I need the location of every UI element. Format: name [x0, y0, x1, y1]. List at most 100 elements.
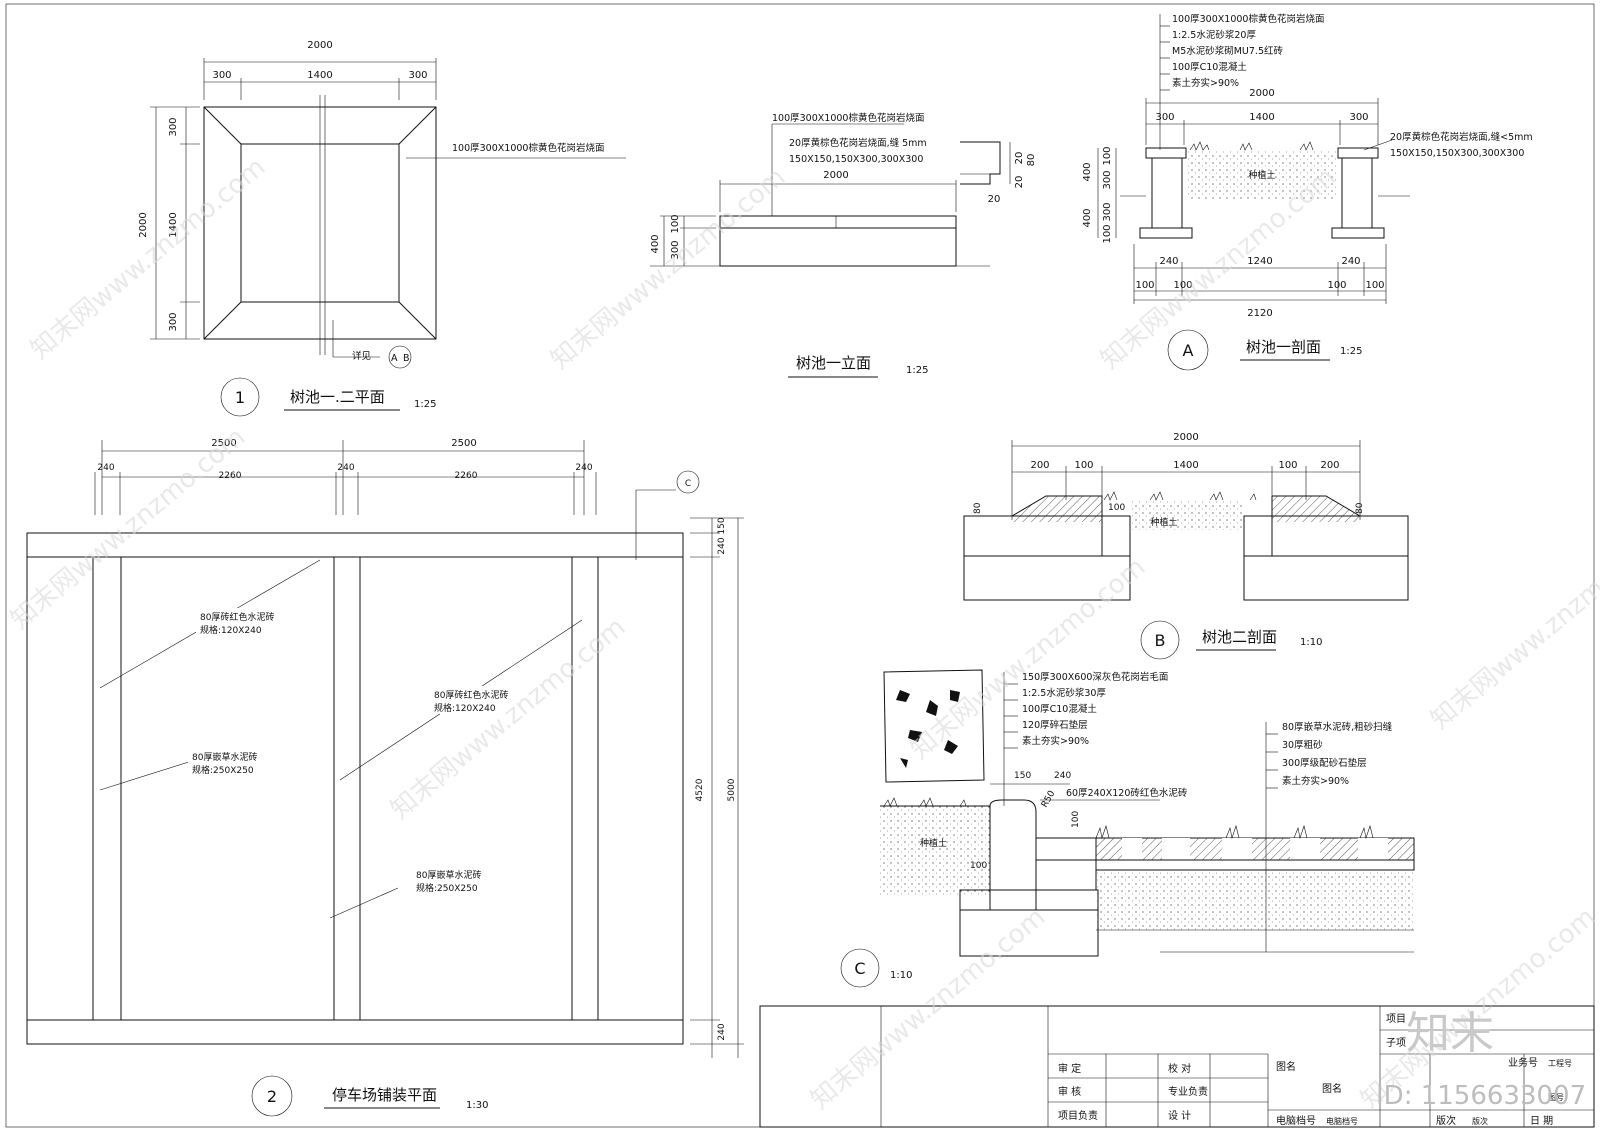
tb-zi-xiang: 子项: [1386, 1037, 1406, 1049]
secB-d2: 100: [1074, 460, 1093, 471]
secC-scale: 1:10: [890, 970, 912, 981]
plan2-dim-r5000: 5000: [727, 778, 737, 801]
tb-tu-hao: 图号: [1548, 1093, 1564, 1102]
secA-title: 树池一剖面: [1246, 338, 1321, 356]
plan1-dim-r: 300: [408, 70, 427, 81]
plan2-number: 2: [267, 1087, 277, 1106]
secA-dim-v5: 300: [1102, 202, 1113, 221]
plan1-number: 1: [235, 388, 245, 407]
secA-soil: 种植土: [1248, 169, 1275, 181]
secB-scale: 1:10: [1300, 637, 1322, 648]
plan2-label-2b: 规格:120X240: [434, 702, 496, 714]
secC-right-layer-4: 素土夯实>90%: [1282, 775, 1349, 787]
plan2-dim-r240: 240: [717, 537, 727, 554]
elev1-scale: 1:25: [906, 365, 928, 376]
secB-inner: 100: [1108, 503, 1125, 513]
watermark-brand: 知末: [1406, 1008, 1494, 1059]
secC-d240: 240: [1054, 771, 1071, 781]
secA-layer-4: 100厚C10混凝土: [1172, 61, 1247, 73]
elevation-tree-pit-1: 100厚300X1000棕黄色花岗岩烧面 20厚黄棕色花岗岩烧面,缝 5mm 1…: [650, 112, 1037, 378]
secA-dim-v1: 400: [1082, 162, 1093, 181]
tb-ban-ci: 版次: [1436, 1114, 1456, 1127]
secA-dim-b3: 240: [1341, 256, 1360, 267]
secA-dim-b2: 1240: [1247, 256, 1272, 267]
secB-dim-top: 2000: [1173, 432, 1198, 443]
elev1-note1: 100厚300X1000棕黄色花岗岩烧面: [772, 112, 924, 124]
secA-dim-top: 2000: [1249, 88, 1274, 99]
watermark-4: 知末网www.znzmo.com: [5, 422, 251, 635]
plan2-label-2: 80厚砖红色水泥砖: [434, 689, 508, 701]
section-a: 100厚300X1000棕黄色花岗岩烧面 1:2.5水泥砂浆20厚 M5水泥砂浆…: [1082, 13, 1533, 371]
secB-soil: 种植土: [1150, 516, 1177, 528]
tb-tu-ming-2: 图名: [1322, 1082, 1342, 1095]
watermark-7: 知末网www.znzmo.com: [1425, 522, 1600, 735]
tb-dian-nao-2: 电脑档号: [1326, 1116, 1358, 1126]
secB-h-right: 80: [1355, 502, 1365, 514]
secA-dim-b1: 240: [1159, 256, 1178, 267]
plan2-dim-r4520: 4520: [695, 778, 705, 801]
secB-d5: 200: [1320, 460, 1339, 471]
secA-dim-m: 1400: [1249, 112, 1274, 123]
plan2-title: 停车场铺装平面: [332, 1086, 437, 1104]
title-block: 审 定 审 核 项目负责 校 对 专业负责 设 计 图名 图名 电脑档号 电脑档…: [759, 1005, 1595, 1128]
plan1-title: 树池一.二平面: [290, 388, 385, 406]
secA-dim-v2: 400: [1082, 208, 1093, 227]
tb-xiang-mu: 项目负责: [1058, 1109, 1098, 1122]
tb-xiang-mu-2: 项目: [1386, 1013, 1406, 1025]
secC-curb: 60厚240X120砖红色水泥砖: [1066, 787, 1188, 799]
secA-dim-c2: 100: [1173, 280, 1192, 291]
plan2-label-4b: 规格:250X250: [416, 882, 478, 894]
plan1-dim-left-c: 300: [168, 312, 179, 331]
secA-dim-v6: 100: [1102, 224, 1113, 243]
secC-left-layer-2: 1:2.5水泥砂浆30厚: [1022, 687, 1106, 699]
secC-right-layer-3: 300厚级配砂石垫层: [1282, 757, 1367, 769]
plan1-dim-l: 300: [212, 70, 231, 81]
secA-dim-c3: 100: [1327, 280, 1346, 291]
secA-layer-3: M5水泥砂浆砌MU7.5红砖: [1172, 45, 1283, 57]
plan1-dim-left-total: 2000: [138, 212, 149, 237]
plan-parking-paving: 2500 2500 240 2260 240 2260 240 80厚砖红色水泥…: [26, 438, 744, 1117]
tb-shen-he: 审 核: [1058, 1085, 1081, 1098]
plan1-dim-left-b: 1400: [168, 212, 179, 237]
plan2-dim-r150: 150: [717, 517, 727, 534]
plan2-ref-c: C: [685, 479, 691, 489]
secC-letter: C: [854, 959, 865, 978]
elev1-dim-h-b: 300: [670, 240, 681, 259]
plan2-label-4: 80厚嵌草水泥砖: [416, 869, 481, 881]
tb-jiao-dui: 校 对: [1168, 1062, 1191, 1075]
secA-layer-1: 100厚300X1000棕黄色花岗岩烧面: [1172, 13, 1324, 25]
plan2-label-1b: 规格:120X240: [200, 624, 262, 636]
plan-tree-pit-1: 2000 300 1400 300 2000 300 1400 300 100厚…: [138, 40, 626, 417]
secC-d100a: 100: [1071, 811, 1081, 828]
elev1-det-b: 80: [1026, 154, 1037, 167]
elev1-det-c: 20: [1014, 176, 1025, 189]
secC-left-layer-4: 120厚碎石垫层: [1022, 719, 1088, 731]
tb-ye-wu: 业务号: [1508, 1056, 1538, 1069]
secC-d150: 150: [1014, 771, 1031, 781]
tb-ban-ci-2: 版次: [1472, 1116, 1488, 1126]
section-c: 150厚300X600深灰色花岗岩毛面 1:2.5水泥砂浆30厚 100厚C10…: [840, 669, 1415, 988]
elev1-dim-h-a: 100: [670, 214, 681, 233]
secC-left-layer-5: 素土夯实>90%: [1022, 735, 1089, 747]
plan1-ref-b: B: [403, 353, 410, 364]
watermark-id: ID: 1156633007: [1376, 1081, 1586, 1111]
secC-soil: 种植土: [920, 837, 947, 849]
watermark-8: 知末网www.znzmo.com: [805, 902, 1051, 1115]
plan2-label-1: 80厚砖红色水泥砖: [200, 611, 274, 623]
plan2-dim-e: 240: [337, 463, 354, 473]
plan2-dim-r240b: 240: [717, 1023, 727, 1040]
elev1-note2: 20厚黄棕色花岗岩烧面,缝 5mm: [789, 137, 927, 149]
tb-dian-nao: 电脑档号: [1276, 1114, 1316, 1127]
secA-letter: A: [1183, 341, 1194, 360]
elev1-det-a: 20: [1014, 152, 1025, 165]
plan2-dim-c: 240: [97, 463, 114, 473]
elev1-note3: 150X150,150X300,300X300: [789, 154, 923, 165]
secA-layer-2: 1:2.5水泥砂浆20厚: [1172, 29, 1256, 41]
plan2-dim-d: 2260: [219, 471, 242, 481]
tb-gong-cheng: 工程号: [1548, 1059, 1572, 1068]
elev1-dim-width: 2000: [823, 170, 848, 181]
secB-d1: 200: [1030, 460, 1049, 471]
secA-dim-v4: 300: [1102, 170, 1113, 189]
watermark-2: 知末网www.znzmo.com: [545, 162, 791, 375]
